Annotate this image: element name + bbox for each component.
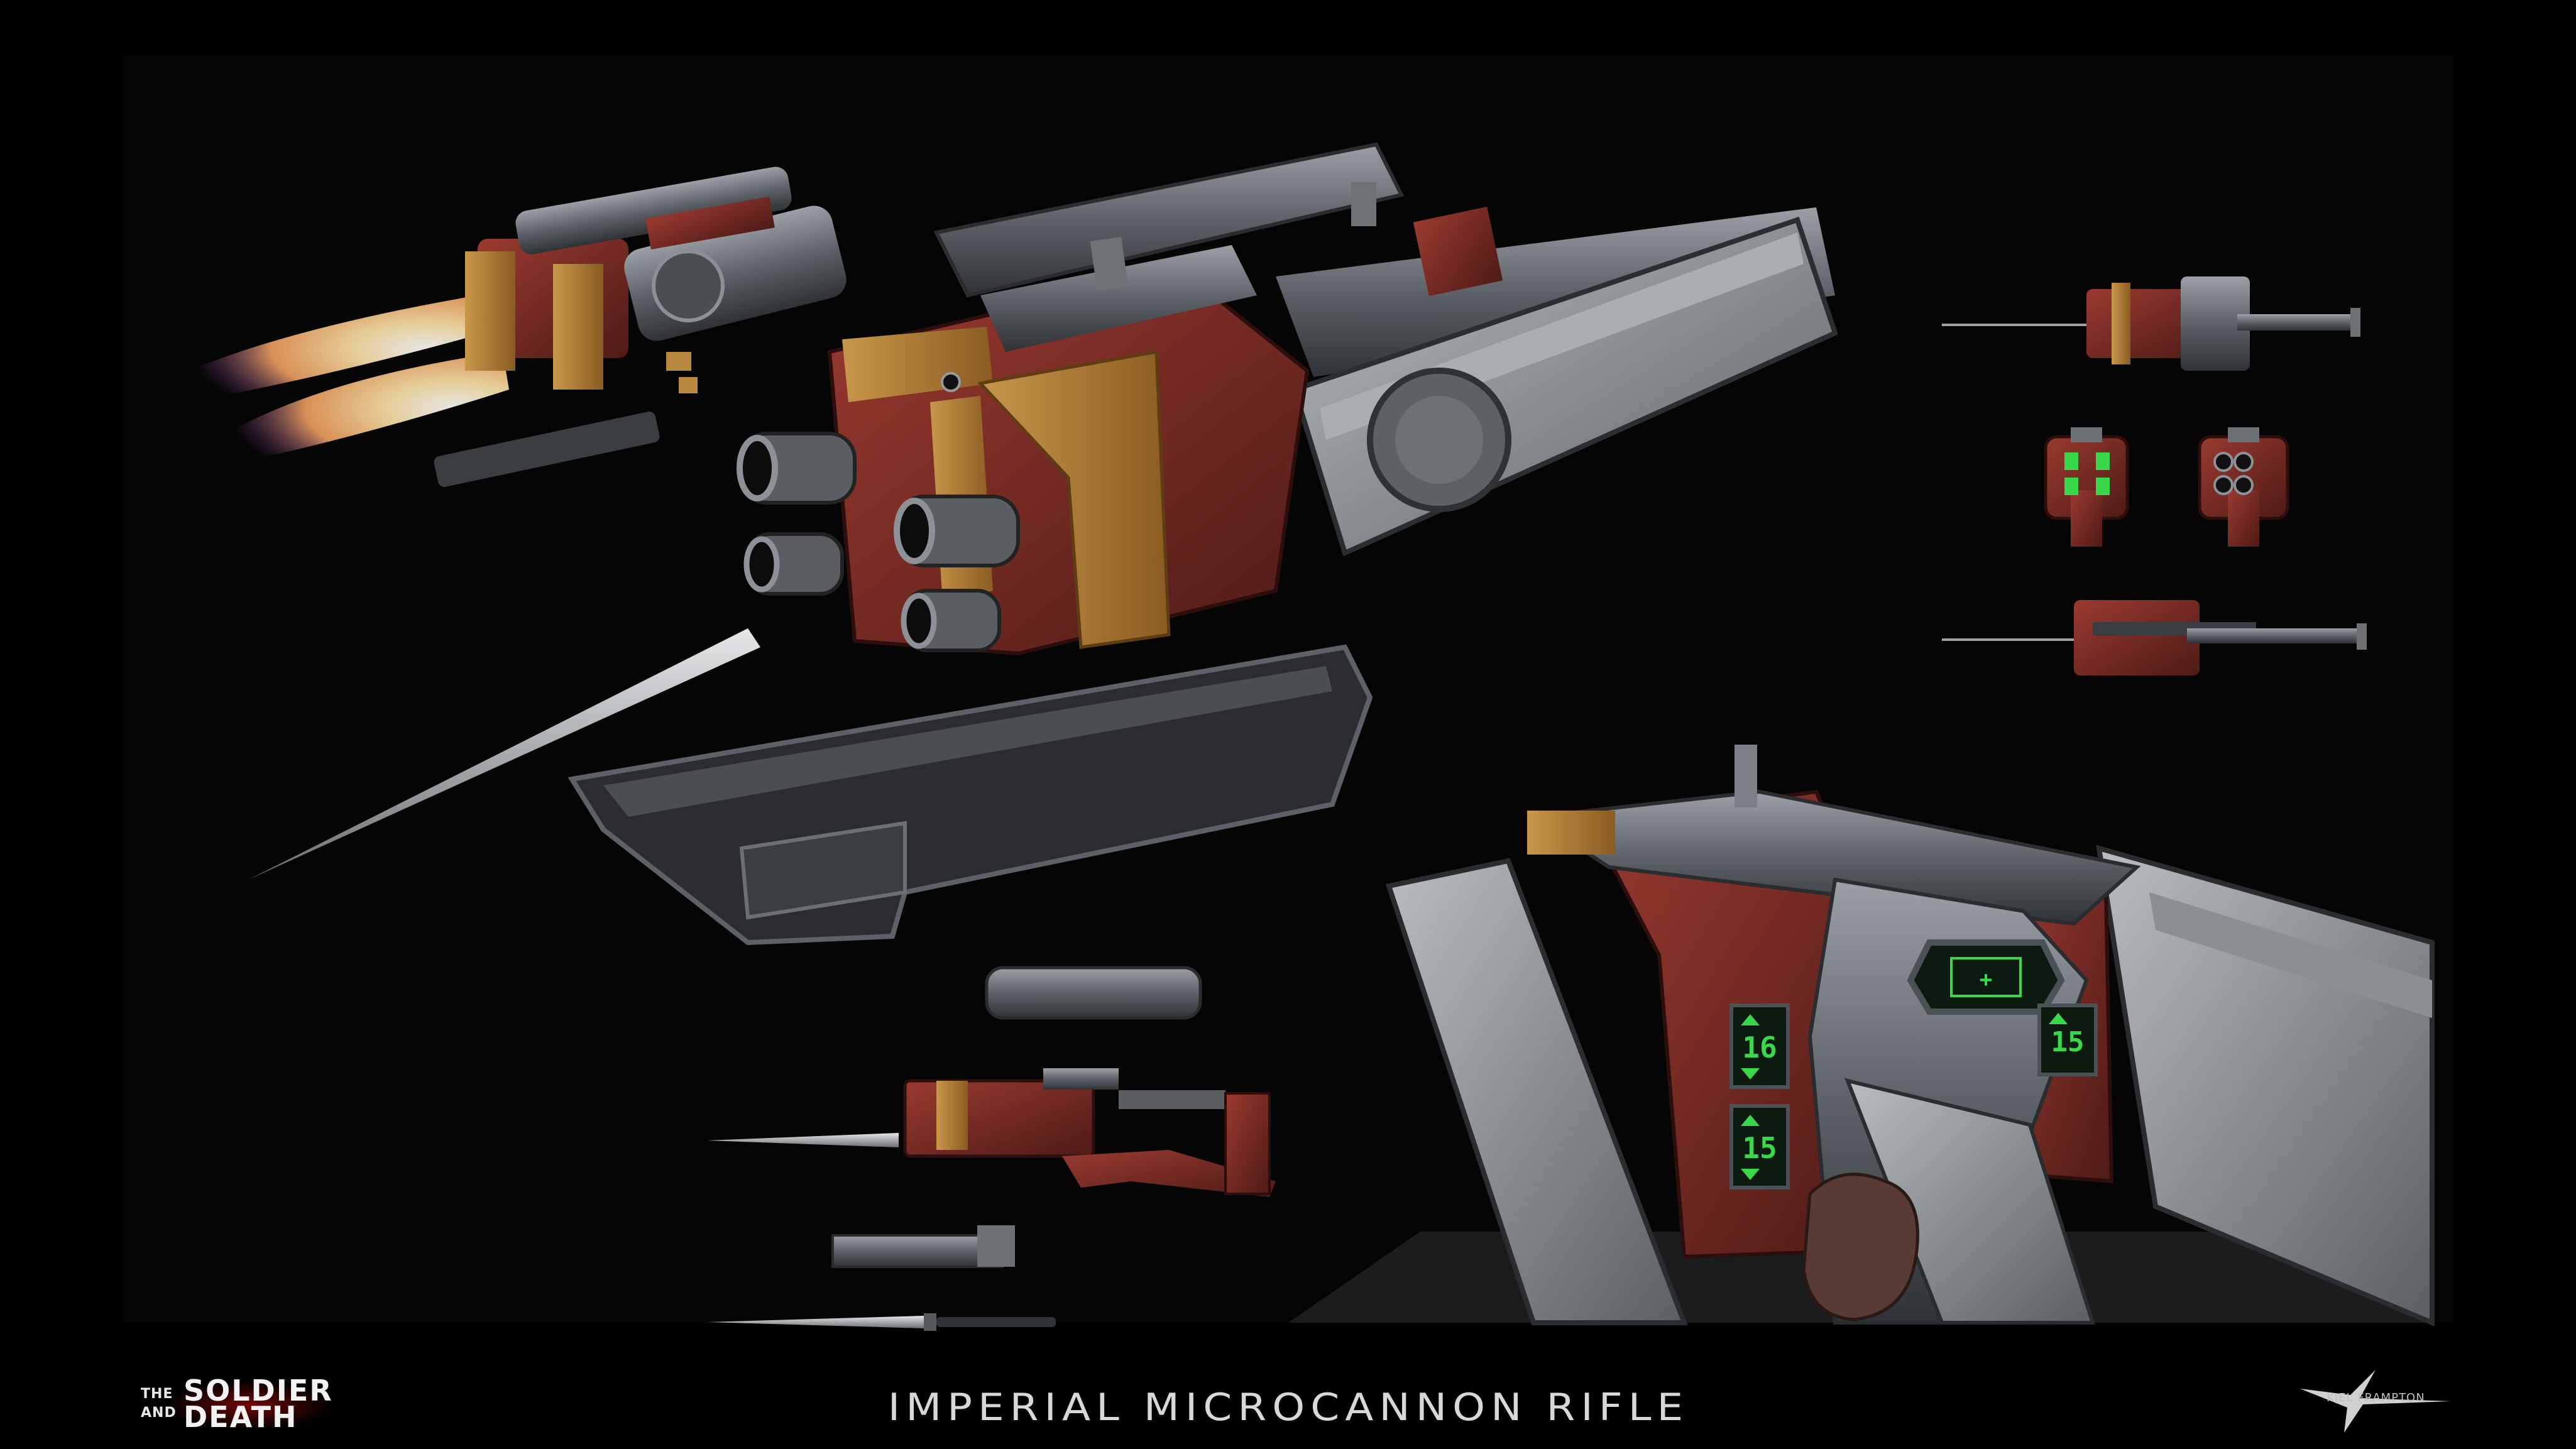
rifle-profile xyxy=(707,1068,1276,1197)
main-rifle-render xyxy=(248,142,1838,946)
gloved-hand xyxy=(1802,1173,1919,1321)
sheet-title: IMPERIAL MICROCANNON RIFLE xyxy=(887,1385,1689,1430)
bayonet-blade xyxy=(248,628,760,880)
muzzle-cluster xyxy=(737,432,1020,652)
first-person-view: + 16 15 15 xyxy=(1288,745,2435,1327)
artist-signature: KIEL FRAMPTON xyxy=(2294,1364,2457,1439)
side-view-bottom xyxy=(1942,600,2367,675)
magazine-part xyxy=(985,966,1202,1020)
rear-view xyxy=(2198,427,2289,547)
firing-render xyxy=(189,167,847,488)
ammo-counter-right-top: 15 xyxy=(2051,1026,2085,1058)
game-logo: THE SOLDIER AND DEATH xyxy=(138,1375,339,1431)
logo-the: THE xyxy=(141,1386,173,1402)
logo-death: DEATH xyxy=(184,1400,298,1434)
ammo-counter-left-bottom: 15 xyxy=(1742,1131,1777,1165)
artist-name: KIEL FRAMPTON xyxy=(2327,1391,2425,1404)
side-view-top xyxy=(1942,276,2360,371)
bayonet-part xyxy=(707,1313,1056,1331)
grip-part xyxy=(831,1225,1015,1268)
logo-blood-splatter xyxy=(163,1380,333,1430)
hud-screen-symbol: + xyxy=(1980,967,1992,992)
front-view xyxy=(2044,427,2129,547)
signature-star-icon xyxy=(2300,1370,2451,1433)
logo-and: AND xyxy=(141,1405,177,1421)
logo-soldier: SOLDIER xyxy=(184,1374,333,1408)
ammo-counter-left-top: 16 xyxy=(1742,1031,1777,1064)
